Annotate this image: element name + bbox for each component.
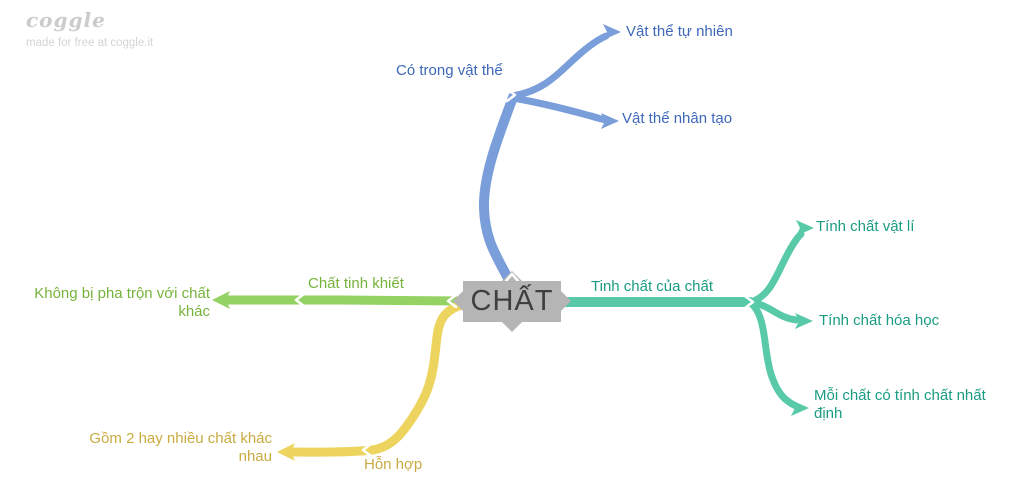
coggle-tagline: made for free at coggle.it bbox=[26, 37, 154, 49]
branch-label-co-trong-vat-the[interactable]: Có trong vật thể bbox=[396, 62, 503, 79]
branch-path-chat-tinh-khiet bbox=[223, 295, 468, 306]
collapse-chevron-yellow-trunk[interactable] bbox=[361, 442, 373, 458]
leaf-tip-tinh-chat-hoa-hoc bbox=[795, 313, 813, 329]
branch-path-hon-hop bbox=[285, 300, 467, 457]
leaf-label-vat-the-tu-nhien[interactable]: Vật thể tự nhiên bbox=[626, 23, 733, 40]
collapse-chevron-blue-split[interactable] bbox=[505, 87, 517, 103]
leaf-label-moi-chat-co-tinh-chat[interactable]: Mỗi chất có tính chất nhất định bbox=[814, 387, 986, 423]
leaf-tip-vat-the-nhan-tao bbox=[601, 113, 619, 129]
leaf-tip-khong-bi-pha-tron bbox=[212, 291, 230, 309]
coggle-logo: coggle bbox=[26, 8, 106, 32]
leaf-tip-tinh-chat-vat-li bbox=[796, 220, 814, 236]
collapse-chevron-green-trunk[interactable] bbox=[294, 292, 306, 308]
branch-label-hon-hop[interactable]: Hỗn hợp bbox=[364, 456, 423, 473]
branch-path-co-trong-vat-the bbox=[478, 92, 518, 291]
leaf-tip-moi-chat-co-tinh-chat bbox=[791, 400, 809, 416]
branch-path-moi-chat-co-tinh-chat bbox=[747, 299, 800, 410]
collapse-chevron-root-left[interactable] bbox=[446, 293, 458, 309]
branch-path-vat-the-nhan-tao bbox=[509, 94, 610, 124]
collapse-chevron-teal-split[interactable] bbox=[743, 294, 755, 310]
collapse-chevron-root-top[interactable] bbox=[504, 272, 520, 283]
branch-path-vat-the-tu-nhien bbox=[509, 32, 610, 100]
leaf-label-tinh-chat-vat-li[interactable]: Tính chất vật lí bbox=[816, 218, 915, 235]
leaf-label-khong-bi-pha-tron[interactable]: Không bị pha trộn với chất khác bbox=[34, 285, 210, 321]
branch-label-tinh-chat-cua-chat[interactable]: Tinh chất của chất bbox=[591, 278, 714, 295]
leaf-label-tinh-chat-hoa-hoc[interactable]: Tính chất hóa học bbox=[819, 312, 940, 329]
branch-label-chat-tinh-khiet[interactable]: Chất tinh khiết bbox=[308, 275, 404, 292]
leaf-label-gom-2-hay-nhieu-chat[interactable]: Gồm 2 hay nhiều chất khác nhau bbox=[89, 430, 272, 466]
leaf-label-vat-the-nhan-tao[interactable]: Vật thể nhân tạo bbox=[622, 110, 733, 127]
leaf-tip-gom-2-hay-nhieu-chat bbox=[277, 443, 295, 461]
branch-path-tinh-chat-vat-li bbox=[747, 230, 805, 306]
leaf-tip-vat-the-tu-nhien bbox=[603, 24, 621, 40]
root-node[interactable]: CHẤT bbox=[463, 281, 561, 322]
